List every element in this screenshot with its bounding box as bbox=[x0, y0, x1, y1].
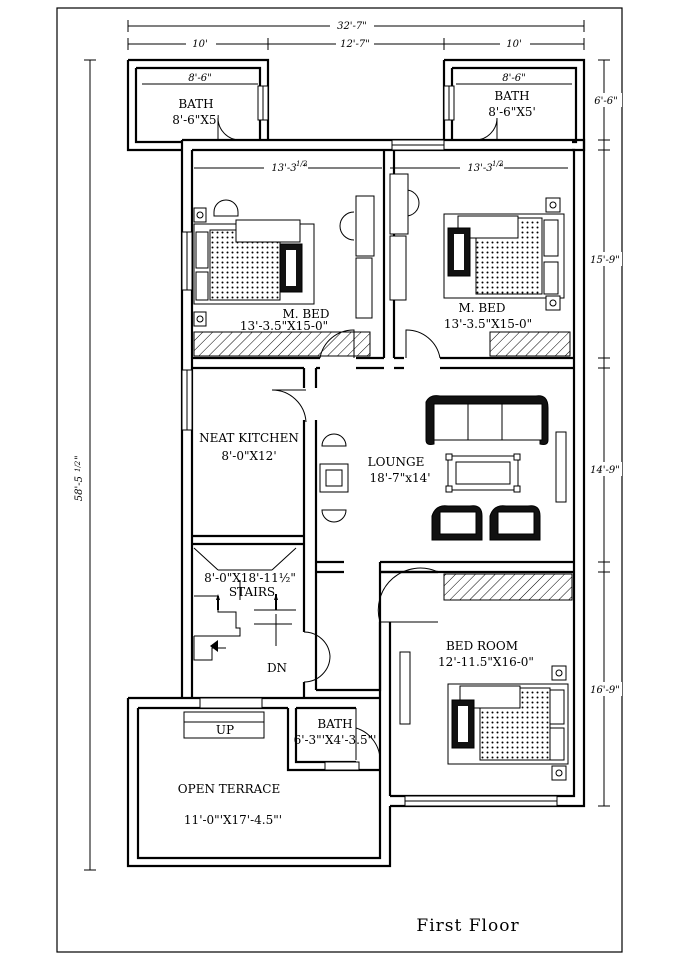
middle-bay-label: 12'-7" bbox=[340, 39, 370, 50]
dimension-labels: 32'-7" 10' 12'-7" 10' 58'-5 1/2 " 6'-6" … bbox=[70, 18, 622, 696]
kitchen-name: NEAT KITCHEN bbox=[199, 431, 299, 445]
mbed-right-name: M. BED bbox=[458, 301, 505, 315]
bed-right bbox=[389, 173, 571, 357]
bedroom-name: BED ROOM bbox=[446, 639, 518, 653]
bed-left-width-label: 13'-3 bbox=[271, 163, 296, 174]
bath-left-width-label: 8'-6" bbox=[188, 73, 211, 84]
bath-right-size: 8'-6"X5' bbox=[488, 105, 536, 119]
terrace-size: 11'-0"'X17'-4.5"' bbox=[184, 813, 282, 827]
kitchen-size: 8'-0"X12' bbox=[221, 449, 276, 463]
right-bay-label: 10' bbox=[506, 39, 521, 50]
mbed-left-size: 13'-3.5"X15-0" bbox=[240, 319, 328, 333]
mbed-right-size: 13'-3.5"X15-0" bbox=[444, 317, 532, 331]
bed-right-width-frac: 1/2 bbox=[492, 160, 504, 168]
seg-4-label: 16'-9" bbox=[590, 685, 620, 696]
bath-left-name: BATH bbox=[178, 97, 213, 111]
drawing-title: First Floor bbox=[416, 916, 519, 936]
seg-1-label: 6'-6" bbox=[594, 96, 617, 107]
bed-left-width-frac: 1/2 bbox=[296, 160, 308, 168]
stairs-drawing bbox=[193, 547, 297, 661]
windows bbox=[181, 85, 558, 807]
bath-bottom-name: BATH bbox=[317, 717, 352, 731]
seg-3-label: 14'-9" bbox=[590, 465, 620, 476]
stairs-up-label: UP bbox=[216, 723, 234, 737]
bath-right-name: BATH bbox=[494, 89, 529, 103]
sheet-border bbox=[56, 7, 623, 953]
overall-height-close: " bbox=[74, 455, 85, 460]
bed-left bbox=[193, 195, 375, 357]
bed-right-width-label: 13'-3 bbox=[467, 163, 492, 174]
bedroom-size: 12'-11.5"X16-0" bbox=[438, 655, 534, 669]
mbed-left-name: M. BED bbox=[282, 307, 329, 321]
lounge-size: 18'-7"x14' bbox=[369, 471, 430, 485]
bath-left-size: 8'-6"X5' bbox=[172, 113, 220, 127]
bath-bottom-size: 6'-3"'X4'-3.5"' bbox=[294, 733, 377, 747]
overall-height-frac: 1/2 bbox=[74, 460, 82, 472]
bed-right-width-close: " bbox=[499, 163, 504, 174]
stairs-up-box bbox=[183, 711, 265, 739]
bed-bottom bbox=[399, 573, 573, 781]
lounge-name: LOUNGE bbox=[368, 455, 425, 469]
bath-right-width-label: 8'-6" bbox=[502, 73, 525, 84]
bed-left-width-close: " bbox=[303, 163, 308, 174]
terrace-name: OPEN TERRACE bbox=[178, 782, 280, 796]
stairs-down-label: DN bbox=[267, 661, 287, 675]
overall-height-label: 58'-5 bbox=[74, 476, 85, 501]
overall-width-label: 32'-7" bbox=[337, 21, 367, 32]
stairs-size: 8'-0"X18'-11½" bbox=[204, 571, 296, 585]
lounge-furniture bbox=[319, 395, 567, 541]
left-bay-label: 10' bbox=[192, 39, 207, 50]
stairs-name: STAIRS bbox=[229, 585, 275, 599]
seg-2-label: 15'-9" bbox=[590, 255, 620, 266]
